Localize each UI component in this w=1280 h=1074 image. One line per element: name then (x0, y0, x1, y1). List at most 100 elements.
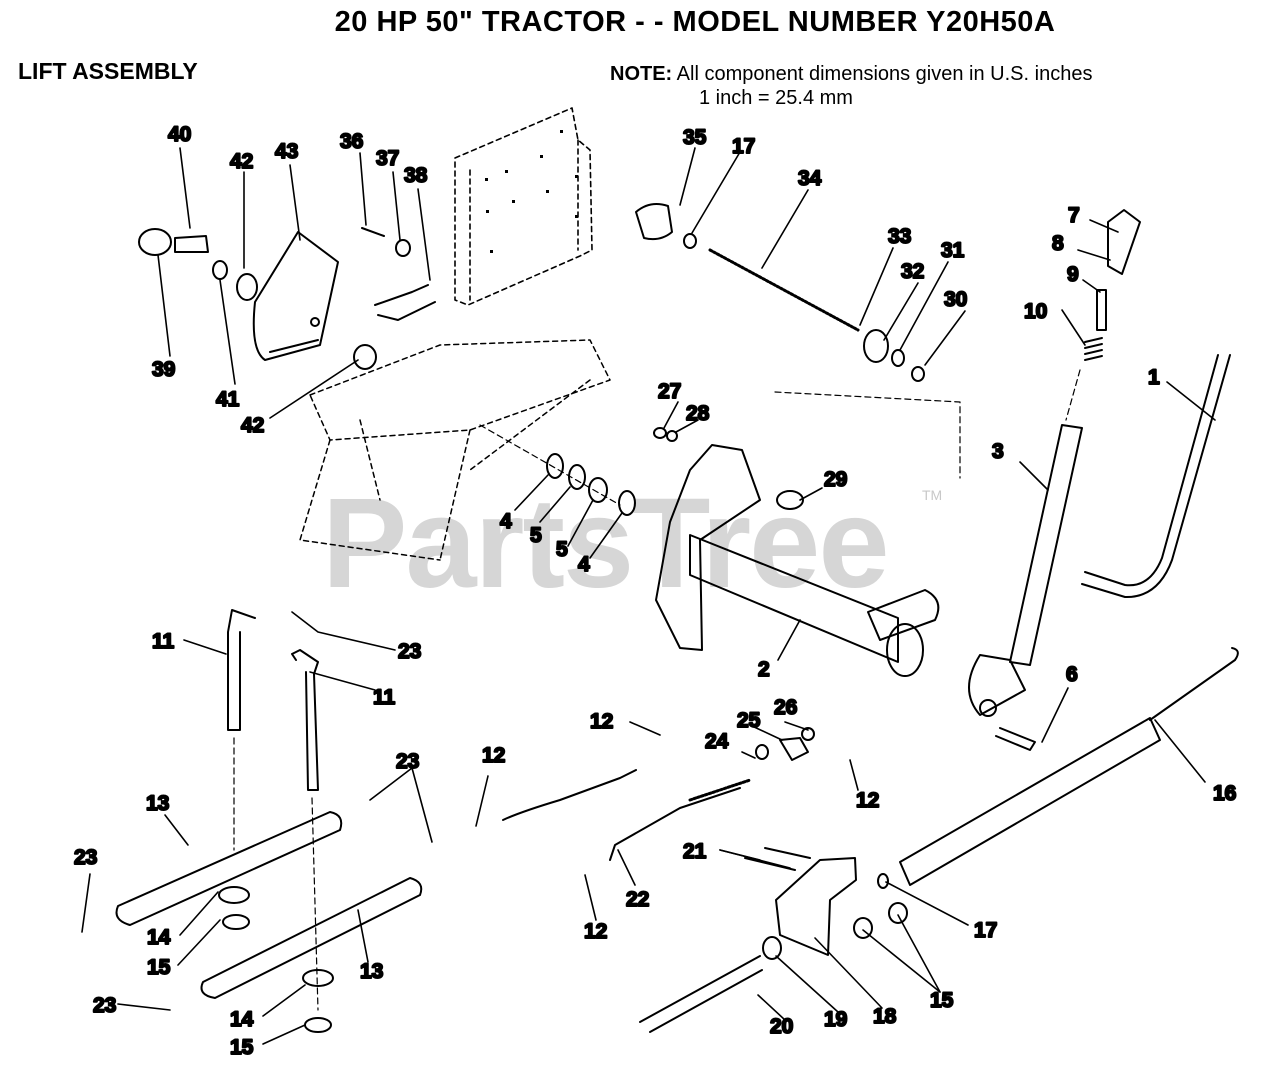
cap-39-part (138, 228, 172, 256)
axis-line (1065, 369, 1081, 421)
callout-label: 24 (705, 730, 729, 753)
callout-label: 2 (758, 658, 770, 681)
callout-label: 12 (482, 744, 505, 767)
callout-label: 30 (944, 288, 967, 311)
washer-31-part (891, 349, 905, 367)
section-title: LIFT ASSEMBLY (18, 58, 198, 84)
pivot-axis-line (479, 424, 621, 506)
spring-clip-38-part (374, 284, 436, 321)
callout-label: 17 (974, 919, 997, 942)
callout-label: 16 (1213, 782, 1236, 805)
callout-label: 42 (241, 414, 264, 437)
callout-label: 40 (168, 123, 191, 146)
ferrule-25-part (779, 737, 809, 761)
bolt-6-part (995, 727, 1036, 751)
callout-label: 22 (626, 888, 649, 911)
note-line-2: 1 inch = 25.4 mm (699, 87, 853, 109)
mounting-plate-holes (485, 130, 578, 253)
bushing-5-lower-part (588, 477, 608, 503)
callout-label: 28 (686, 402, 710, 425)
nut-15-upper-part (222, 914, 250, 930)
spring-16-part (899, 717, 1161, 886)
callout-label: 41 (216, 388, 240, 411)
nut-26-part (801, 727, 815, 741)
rod-22-part (609, 787, 741, 861)
spring-16-hook (1149, 647, 1239, 721)
callout-label: 12 (856, 789, 879, 812)
callout-label: 17 (732, 135, 755, 158)
callout-label: 32 (901, 260, 924, 283)
washer-24-part (755, 744, 769, 760)
guide-line (774, 391, 961, 479)
callout-label: 12 (584, 920, 607, 943)
washer-41-part (212, 260, 228, 280)
washer-37-part (395, 239, 411, 257)
clip-27-part (653, 427, 667, 439)
washer-17-upper-part (683, 233, 697, 249)
callout-label: 1 (1148, 366, 1160, 389)
link-11-right-part (291, 649, 319, 791)
callout-label: 42 (230, 150, 253, 173)
lift-link-13-upper-part (115, 811, 343, 926)
callout-label: 37 (376, 147, 399, 170)
callout-label: 15 (147, 956, 171, 979)
tube-9-part (1096, 289, 1107, 331)
link-11-left-part (227, 609, 256, 731)
callout-label: 29 (824, 468, 847, 491)
threaded-rod-34-part (708, 248, 860, 332)
callout-label: 34 (798, 167, 822, 190)
callout-label: 12 (590, 710, 613, 733)
spring-32-part (863, 329, 889, 363)
callout-label: 14 (147, 926, 171, 949)
callout-label: 23 (398, 640, 421, 663)
nut-30-part (911, 366, 925, 382)
frame-part (299, 339, 611, 561)
lift-handle-3-part (968, 424, 1083, 716)
callout-label: 33 (888, 225, 911, 248)
link-11-axis-right (311, 797, 319, 1011)
callout-label: 8 (1052, 232, 1064, 255)
note-label: NOTE: (610, 63, 673, 85)
callout-label: 13 (146, 792, 169, 815)
callout-labels: 40 42 43 36 37 38 35 17 34 33 32 31 30 7… (73, 122, 1237, 1060)
callout-label: 39 (152, 358, 175, 381)
washer-42-part (236, 273, 258, 301)
rod-1-part (1084, 354, 1219, 587)
callout-label: 9 (1067, 263, 1079, 286)
bolt-21-part (744, 847, 811, 871)
plate-43-part (252, 231, 339, 361)
callout-label: 25 (737, 709, 761, 732)
callout-label: 3 (992, 440, 1004, 463)
callout-label: 43 (275, 140, 298, 163)
callout-label: 19 (824, 1008, 847, 1031)
callout-label: 18 (873, 1005, 897, 1028)
shaft-arm (867, 589, 940, 641)
nut-15-lower-part (304, 1017, 332, 1033)
callout-label: 14 (230, 1008, 254, 1031)
threaded-end-part (688, 778, 752, 802)
callout-label: 26 (774, 696, 797, 719)
screw-40-part (174, 235, 209, 253)
washer-17-lower-part (877, 873, 889, 889)
washer-4-lower-part (618, 490, 636, 516)
note-line-1: All component dimensions given in U.S. i… (676, 63, 1093, 85)
spring-10-part (1084, 337, 1103, 361)
callout-label: 5 (530, 524, 542, 547)
lift-shaft-2-part (689, 534, 899, 663)
callout-label: 10 (1024, 300, 1047, 323)
callout-label: 27 (658, 380, 681, 403)
leader-lines (81, 147, 1216, 1045)
callout-label: 23 (396, 750, 419, 773)
callout-label: 35 (683, 126, 707, 149)
callout-label: 23 (93, 994, 116, 1017)
callout-label: 11 (373, 686, 396, 709)
callout-label: 36 (340, 130, 363, 153)
callout-label: 15 (230, 1036, 254, 1059)
washer-4-upper-part (546, 453, 564, 479)
callout-label: 4 (500, 510, 512, 533)
bracket-18-part (775, 857, 857, 956)
washer-14-upper-part (218, 886, 250, 904)
mounting-plate-part (454, 107, 593, 306)
nut-15-bracket-a (853, 917, 873, 939)
